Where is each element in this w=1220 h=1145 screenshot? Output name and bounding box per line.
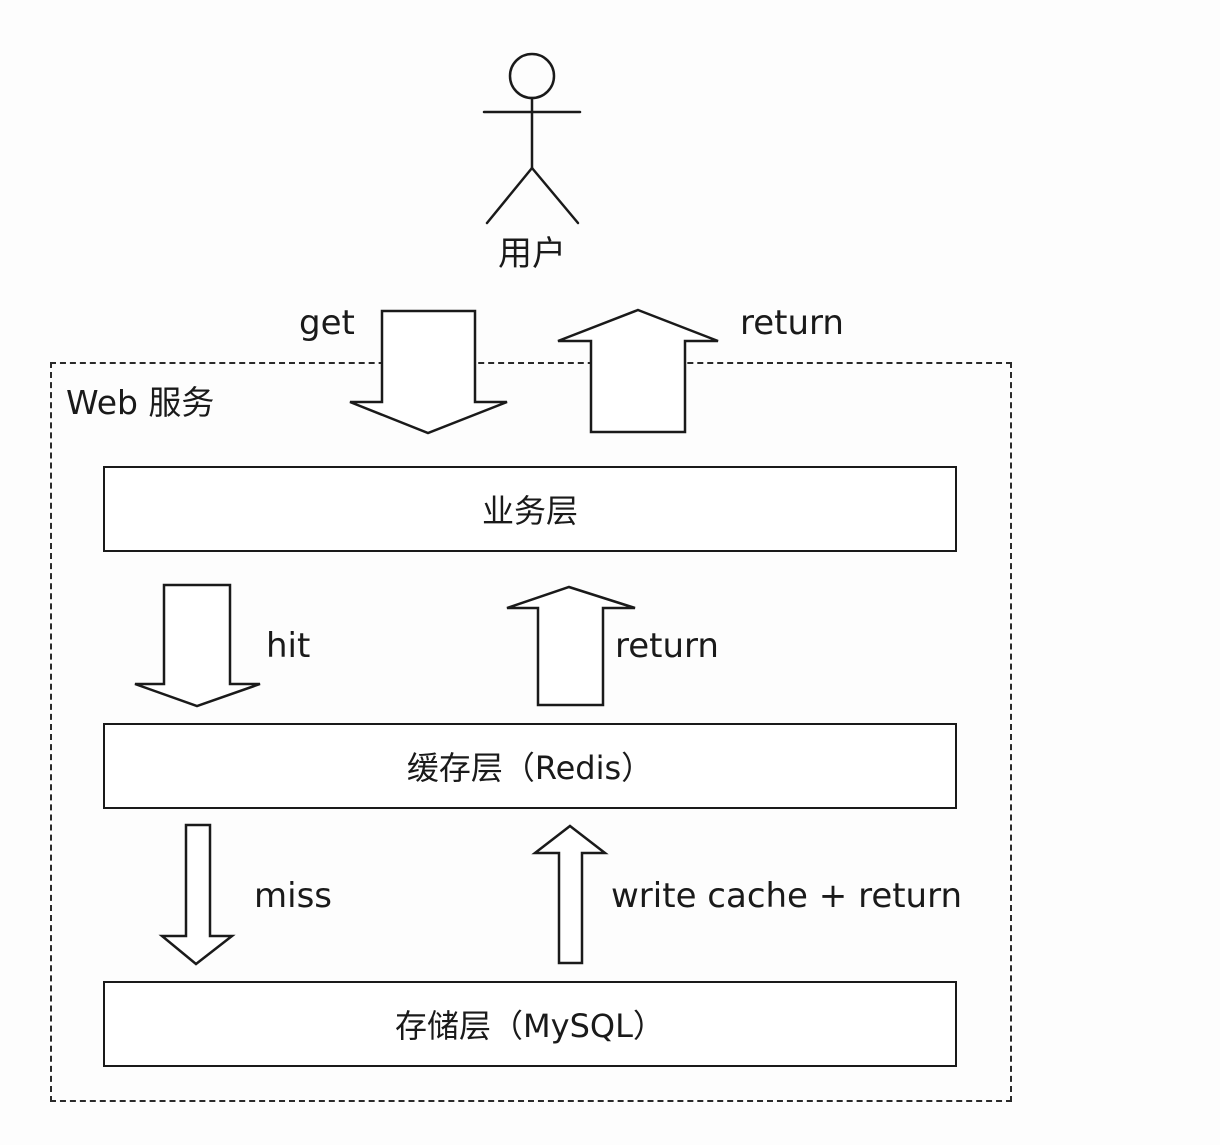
flow-label-get: get — [299, 303, 355, 343]
cache-layer-label: 缓存层（Redis） — [406, 749, 654, 787]
miss-down-arrow-icon — [158, 823, 236, 966]
web-service-title: Web 服务 — [66, 383, 215, 422]
get-down-arrow-icon — [349, 309, 508, 435]
write-cache-up-arrow-icon — [531, 824, 609, 965]
flow-label-return-top: return — [740, 303, 844, 343]
flow-label-hit: hit — [266, 626, 311, 666]
return-mid-up-arrow-icon — [506, 585, 636, 707]
flow-label-write-cache-return: write cache + return — [611, 876, 963, 916]
return-top-up-arrow-icon — [557, 308, 719, 434]
flow-label-miss: miss — [254, 876, 332, 916]
cache-layer-box: 缓存层（Redis） — [103, 723, 957, 809]
web-service-container — [50, 362, 1012, 1102]
user-stick-figure-icon — [482, 52, 582, 225]
storage-layer-label: 存储层（MySQL） — [395, 1007, 665, 1045]
actor-label: 用户 — [498, 234, 566, 274]
hit-down-arrow-icon — [134, 583, 261, 708]
flow-label-return-mid: return — [615, 626, 719, 666]
storage-layer-box: 存储层（MySQL） — [103, 981, 957, 1067]
business-layer-box: 业务层 — [103, 466, 957, 552]
business-layer-label: 业务层 — [481, 492, 578, 530]
